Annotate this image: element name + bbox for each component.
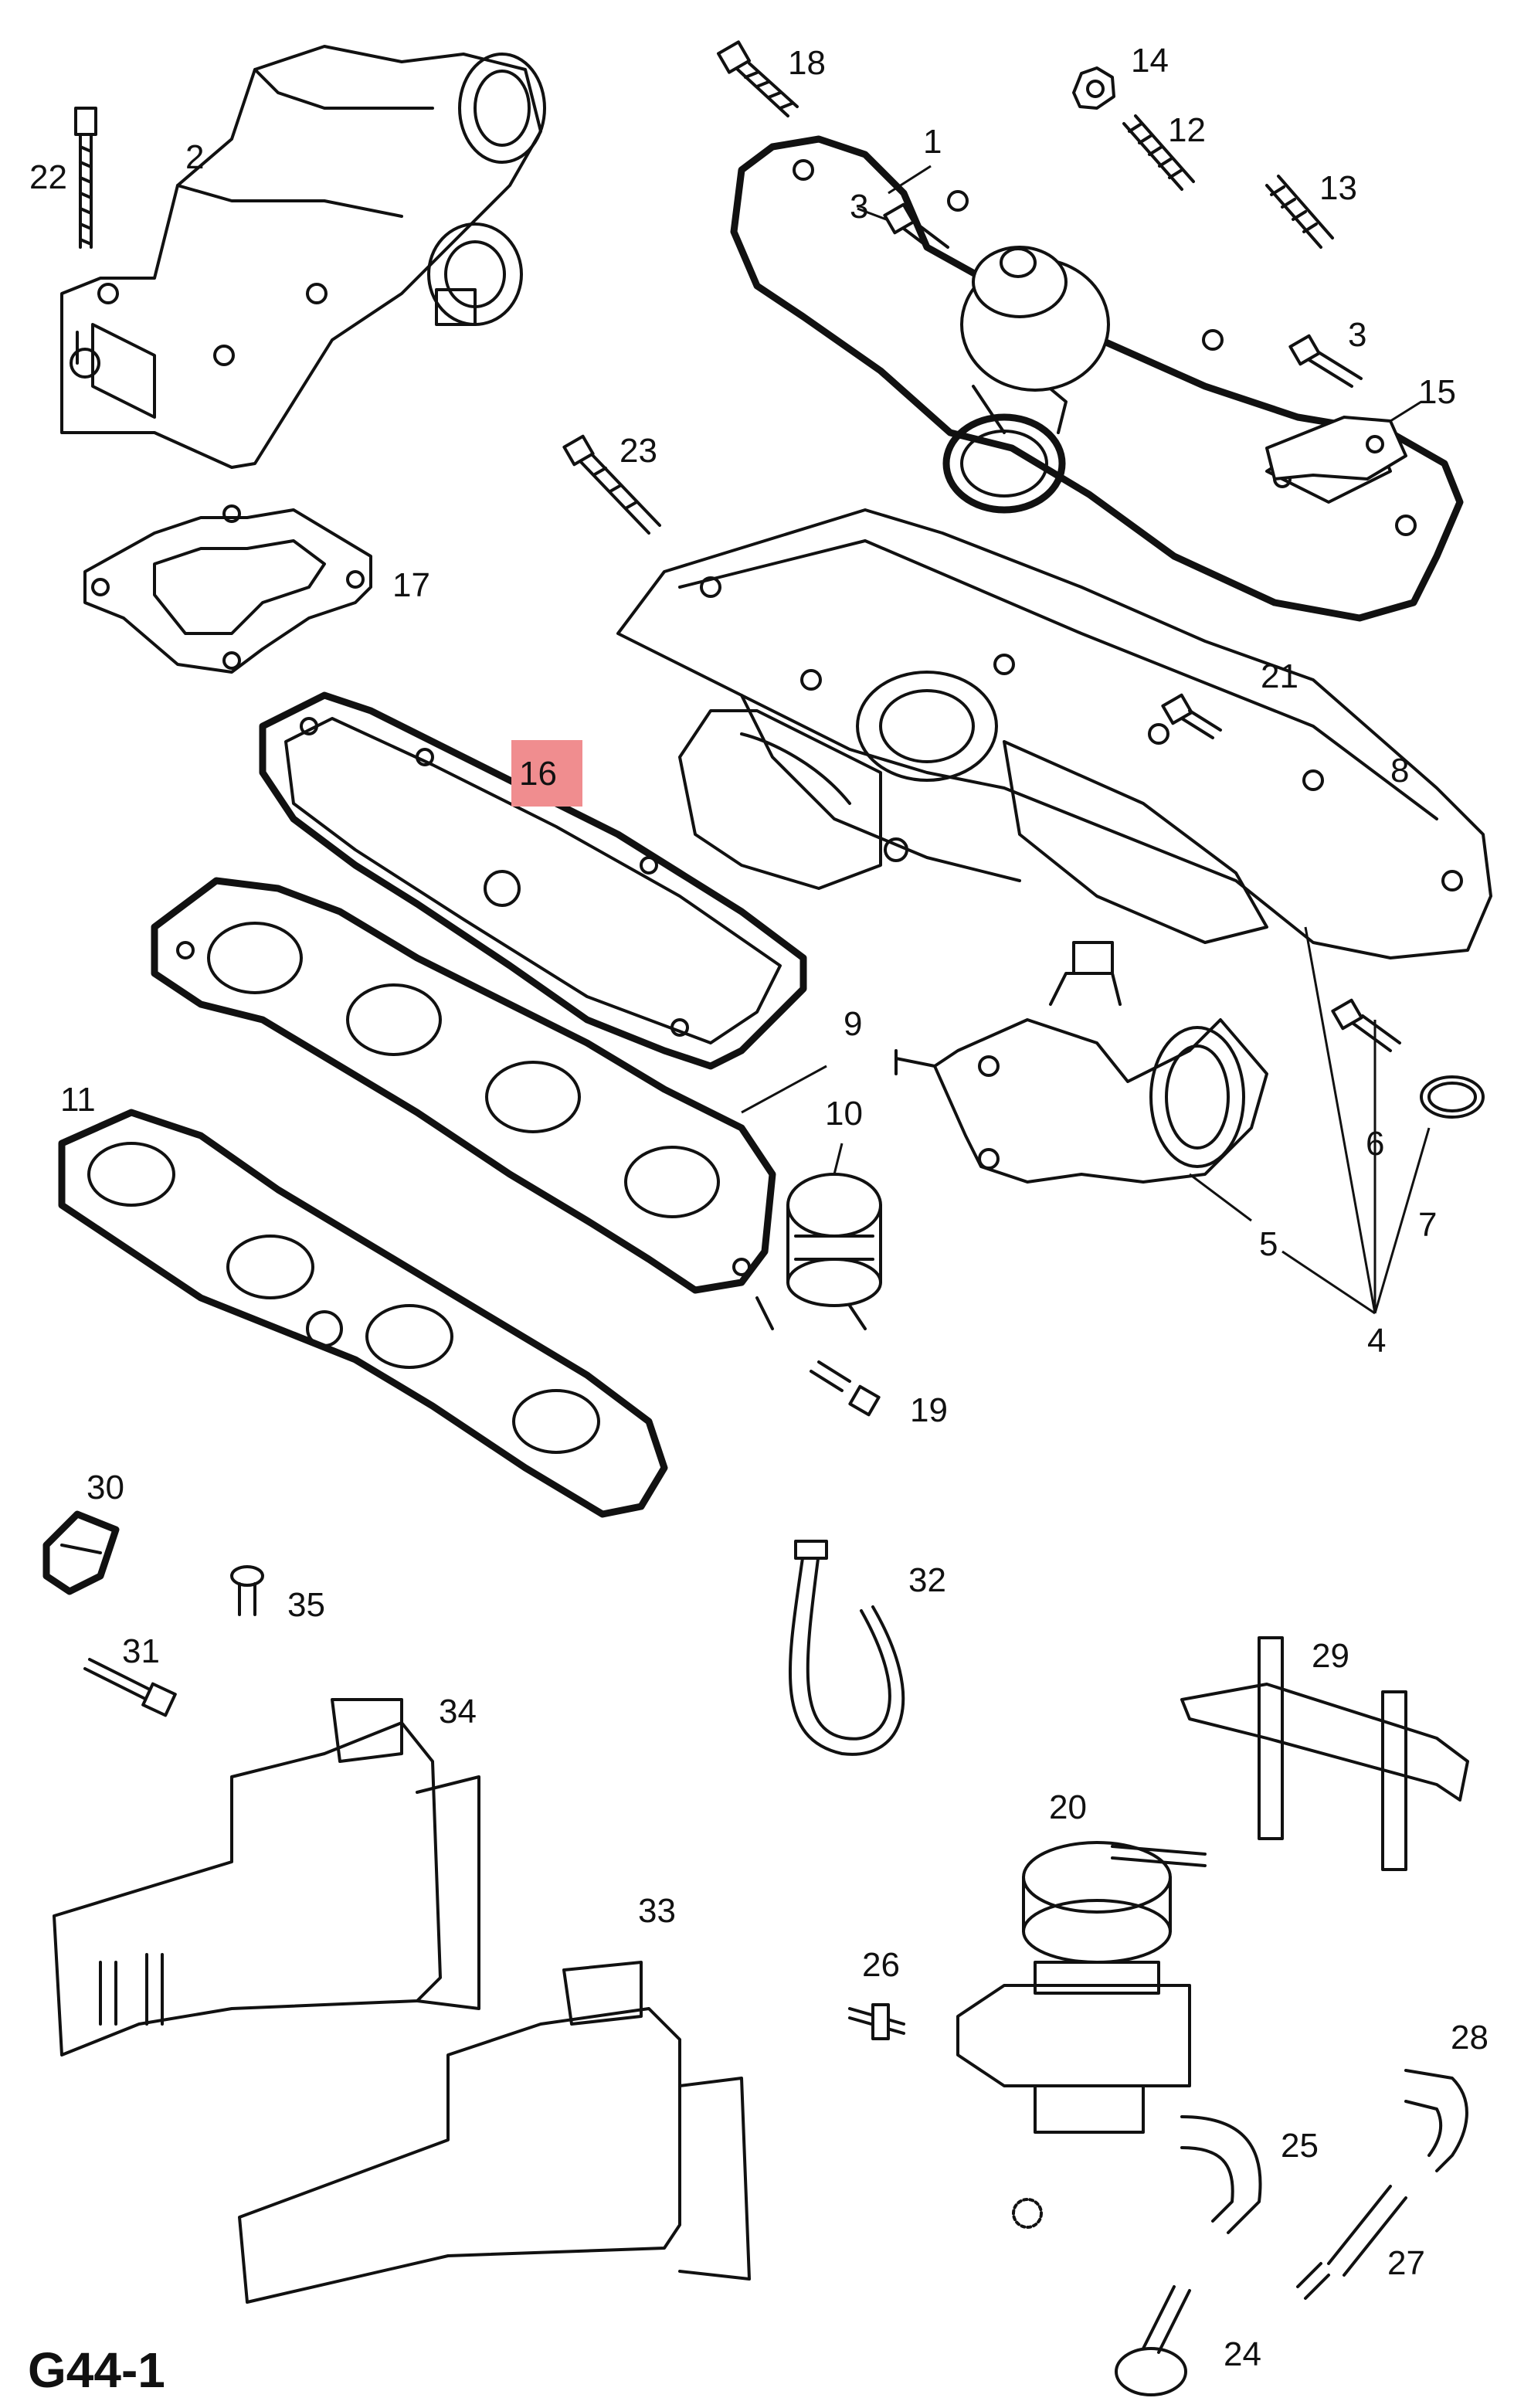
bracket-15 <box>1265 416 1407 481</box>
hose-25 <box>1180 2115 1262 2234</box>
cable-tie-32 <box>788 1540 905 1756</box>
heat-shield-34 <box>53 1698 480 2056</box>
heat-shield-33 <box>238 1961 751 2304</box>
bolt-3-right <box>1288 334 1363 388</box>
bracket-29 <box>1180 1636 1469 1871</box>
stud-12 <box>1122 114 1195 191</box>
callout-21: 21 <box>1261 657 1298 695</box>
callout-9: 9 <box>844 1005 862 1043</box>
callout-11: 11 <box>60 1081 96 1119</box>
callout-15: 15 <box>1418 373 1456 411</box>
callout-19: 19 <box>910 1391 948 1429</box>
callout-25: 25 <box>1281 2127 1319 2165</box>
callout-18: 18 <box>788 44 826 82</box>
callout-27: 27 <box>1387 2244 1425 2282</box>
callout-4: 4 <box>1367 1322 1386 1360</box>
intake-manifold-lower-part <box>616 508 1492 959</box>
figure-code: G44-1 <box>28 2342 165 2398</box>
intake-manifold-upper-part <box>730 135 1464 622</box>
callout-26: 26 <box>862 1946 900 1984</box>
gasket-16 <box>259 691 807 1070</box>
bolt-19 <box>810 1360 881 1417</box>
callout-1: 1 <box>923 123 942 161</box>
long-bolt-part <box>74 107 97 249</box>
callout-29: 29 <box>1312 1637 1349 1675</box>
callout-31: 31 <box>122 1632 160 1670</box>
callout-12: 12 <box>1168 111 1206 149</box>
callout-3: 3 <box>850 188 868 226</box>
callout-2: 2 <box>185 138 204 176</box>
bolt-3-upper <box>883 202 949 256</box>
o-ring-7 <box>1420 1075 1485 1119</box>
callout-23: 23 <box>620 432 657 470</box>
bolt-23 <box>562 434 661 535</box>
exhaust-gasket-11 <box>58 1109 668 1518</box>
bolt-31 <box>83 1658 177 1717</box>
callout-10: 10 <box>825 1095 863 1133</box>
fitting-26 <box>848 2003 905 2040</box>
callout-labels: 1 2 3 3 4 5 6 7 8 9 10 11 12 13 14 15 16… <box>29 42 1489 2373</box>
callout-20: 20 <box>1049 1788 1087 1826</box>
throttle-housing-part <box>60 45 546 469</box>
clip-30 <box>42 1510 120 1595</box>
bolt-6 <box>1331 998 1401 1052</box>
callout-32: 32 <box>908 1561 946 1599</box>
cap-24 <box>1115 2285 1191 2396</box>
callout-6: 6 <box>1366 1125 1384 1163</box>
tube-27 <box>1296 2185 1407 2300</box>
callout-3b: 3 <box>1348 316 1366 354</box>
manifold-gasket-9 <box>151 877 776 1294</box>
throttle-valve-part <box>894 941 1268 1184</box>
callout-30: 30 <box>87 1469 124 1506</box>
callout-33: 33 <box>638 1892 676 1930</box>
gasket-17 <box>83 504 372 674</box>
actuator-10 <box>755 1173 882 1330</box>
callout-14: 14 <box>1131 42 1169 80</box>
callout-5: 5 <box>1259 1225 1278 1263</box>
fastener-35 <box>230 1565 264 1616</box>
callout-17: 17 <box>392 566 430 604</box>
callout-13: 13 <box>1319 169 1357 207</box>
dotted-marker <box>1012 2198 1043 2229</box>
leader-lines <box>741 165 1431 1315</box>
nut-14 <box>1072 66 1115 110</box>
callout-24: 24 <box>1224 2335 1261 2373</box>
bolt-21 <box>1161 693 1222 739</box>
stud-13 <box>1265 175 1334 249</box>
callout-28: 28 <box>1451 2019 1489 2056</box>
bolt-18 <box>717 40 799 117</box>
callout-22: 22 <box>29 158 67 196</box>
callout-35: 35 <box>287 1586 325 1624</box>
callout-8: 8 <box>1390 752 1409 790</box>
callout-16: 16 <box>519 755 557 793</box>
callout-7: 7 <box>1418 1206 1437 1244</box>
callout-34: 34 <box>439 1693 477 1730</box>
solenoid-valve-20 <box>956 1841 1207 2134</box>
hose-28 <box>1404 2069 1468 2172</box>
highlight-box-16 <box>511 740 582 807</box>
